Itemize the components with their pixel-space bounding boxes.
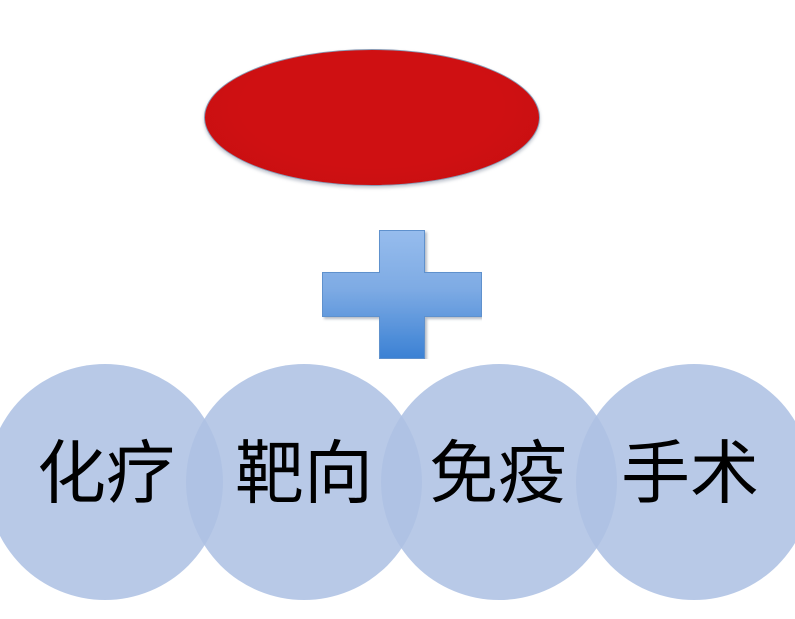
circle-chemotherapy-shape[interactable]	[0, 364, 223, 600]
circle-surgery-shape[interactable]	[576, 364, 795, 600]
circle-immunotherapy-shape[interactable]	[381, 364, 617, 600]
circle-chemotherapy-label: 化疗	[37, 434, 175, 514]
circle-targeted-therapy-label: 靶向	[235, 434, 373, 514]
circle-surgery-label: 手术	[621, 434, 759, 514]
red-ellipse-shape	[204, 49, 540, 186]
circle-immunotherapy-label: 免疫	[429, 434, 567, 514]
red-ellipse[interactable]	[204, 49, 540, 186]
plus-sign[interactable]	[322, 230, 482, 359]
circle-targeted-therapy-shape[interactable]	[186, 364, 422, 600]
plus-icon	[322, 230, 482, 359]
